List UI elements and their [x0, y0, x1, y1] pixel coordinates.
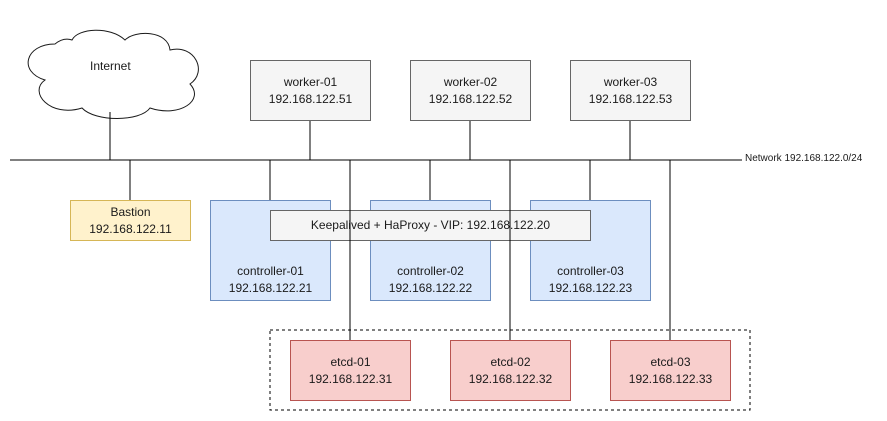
- node-ip: 192.168.122.22: [388, 281, 473, 295]
- node-ip: 192.168.122.51: [268, 91, 353, 106]
- node-name: controller-03: [557, 264, 624, 278]
- etcd-node: etcd-03 192.168.122.33: [610, 340, 731, 401]
- worker-node: worker-01 192.168.122.51: [250, 60, 371, 121]
- cloud-icon: [27, 29, 199, 119]
- node-ip: 192.168.122.33: [628, 371, 713, 386]
- worker-node: worker-03 192.168.122.53: [570, 60, 691, 121]
- etcd-node: etcd-02 192.168.122.32: [450, 340, 571, 401]
- vip-bar: Keepalived + HaProxy - VIP: 192.168.122.…: [270, 210, 591, 241]
- node-ip: 192.168.122.53: [588, 91, 673, 106]
- node-name: controller-01: [237, 264, 304, 278]
- node-name: Bastion: [110, 204, 151, 219]
- node-name: controller-02: [397, 264, 464, 278]
- node-ip: 192.168.122.11: [89, 221, 172, 236]
- node-name: etcd-01: [330, 354, 371, 369]
- node-name: etcd-02: [490, 354, 531, 369]
- etcd-node: etcd-01 192.168.122.31: [290, 340, 411, 401]
- node-ip: 192.168.122.52: [428, 91, 513, 106]
- internet-label: Internet: [90, 59, 131, 73]
- worker-node: worker-02 192.168.122.52: [410, 60, 531, 121]
- node-name: etcd-03: [650, 354, 691, 369]
- vip-label: Keepalived + HaProxy - VIP: 192.168.122.…: [310, 218, 551, 232]
- node-name: worker-02: [443, 74, 498, 89]
- node-name: worker-01: [283, 74, 338, 89]
- network-label: Network 192.168.122.0/24: [745, 153, 863, 164]
- node-name: worker-03: [603, 74, 658, 89]
- node-ip: 192.168.122.21: [228, 281, 313, 295]
- bastion-node: Bastion 192.168.122.11: [70, 200, 191, 241]
- node-ip: 192.168.122.31: [308, 371, 393, 386]
- node-ip: 192.168.122.32: [468, 371, 553, 386]
- node-ip: 192.168.122.23: [548, 281, 633, 295]
